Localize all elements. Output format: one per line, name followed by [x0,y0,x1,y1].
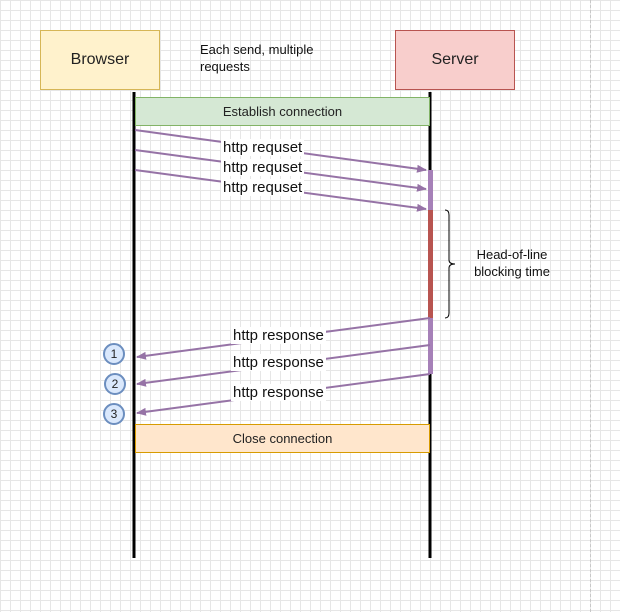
request-label-3: http requset [221,179,305,196]
server-label: Server [431,51,479,68]
browser-participant: Browser [40,30,160,90]
head-of-line-blocking-bar [428,210,433,318]
hol-brace [444,209,456,319]
close-connection-label: Close connection [232,431,333,446]
request-processing-activation [428,170,433,210]
head-of-line-blocking-label: Head-of-line blocking time [474,247,550,279]
establish-connection-label: Establish connection [222,104,343,119]
establish-connection-phase: Establish connection [135,97,430,126]
server-participant: Server [395,30,515,90]
response-label-3: http response [231,384,326,401]
page-boundary [590,0,591,612]
response-label-1: http response [231,327,326,344]
response-order-badge-2: 2 [104,373,126,395]
request-label-1: http requset [221,139,305,156]
response-label-2: http response [231,354,326,371]
browser-label: Browser [70,51,130,68]
request-label-2: http requset [221,159,305,176]
response-order-badge-3: 3 [103,403,125,425]
response-activation [428,318,433,374]
multiplex-note: Each send, multiple requests [200,42,314,74]
response-order-badge-1: 1 [103,343,125,365]
close-connection-phase: Close connection [135,424,430,453]
